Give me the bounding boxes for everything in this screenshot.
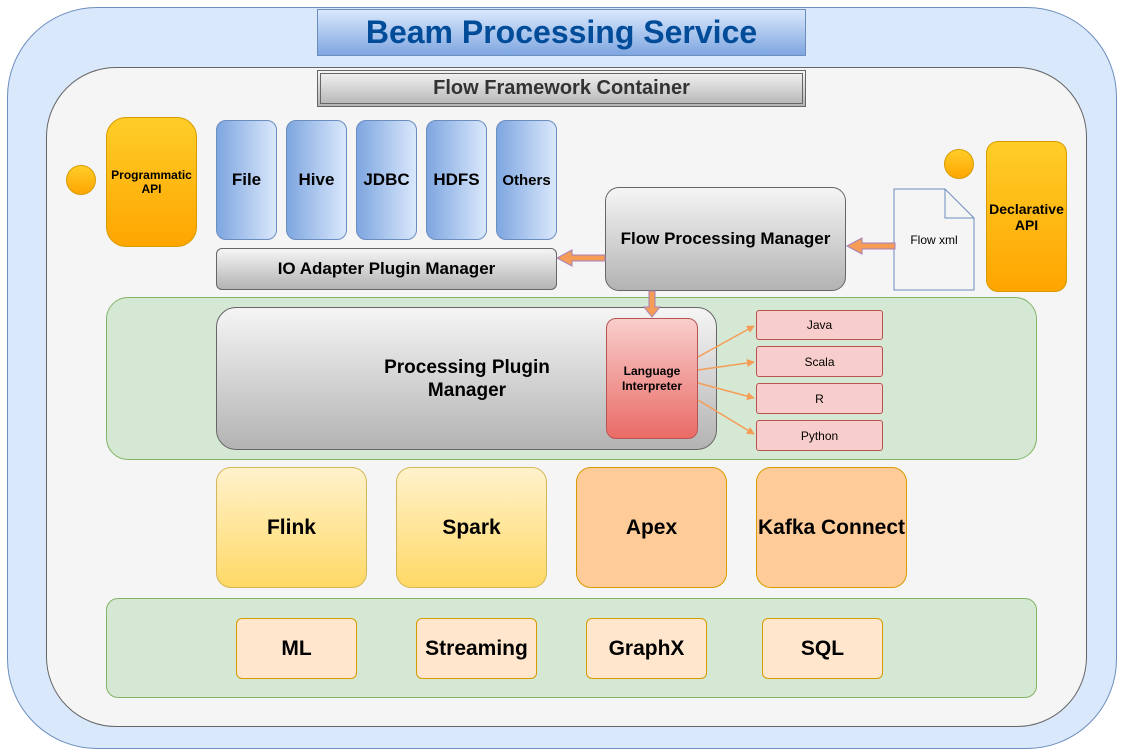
- library-ml: ML: [236, 618, 357, 679]
- container-title: Flow Framework Container: [317, 70, 806, 107]
- flow-xml-document-icon: [893, 188, 975, 291]
- io-adapter-jdbc: JDBC: [356, 120, 417, 240]
- engine-kafka-connect: Kafka Connect: [756, 467, 907, 588]
- library-sql: SQL: [762, 618, 883, 679]
- actor-circle-icon: [66, 165, 96, 195]
- language-java: Java: [756, 310, 883, 340]
- io-adapter-hdfs: HDFS: [426, 120, 487, 240]
- programmatic-api-box: Programmatic API: [106, 117, 197, 247]
- diagram-title: Beam Processing Service: [317, 9, 806, 56]
- language-python: Python: [756, 420, 883, 451]
- engine-spark: Spark: [396, 467, 547, 588]
- io-adapter-file: File: [216, 120, 277, 240]
- flow-xml-label: Flow xml: [910, 233, 958, 247]
- language-r: R: [756, 383, 883, 414]
- declarative-api-box: Declarative API: [986, 141, 1067, 292]
- library-streaming: Streaming: [416, 618, 537, 679]
- container-title-label: Flow Framework Container: [320, 73, 803, 104]
- engine-flink: Flink: [216, 467, 367, 588]
- io-adapter-others: Others: [496, 120, 557, 240]
- flow-processing-manager: Flow Processing Manager: [605, 187, 846, 291]
- processing-plugin-manager-label: Processing Plugin Manager: [384, 356, 550, 401]
- language-interpreter: Language Interpreter: [606, 318, 698, 439]
- io-adapter-plugin-manager: IO Adapter Plugin Manager: [216, 248, 557, 290]
- actor-circle-icon: [944, 149, 974, 179]
- language-scala: Scala: [756, 346, 883, 377]
- io-adapter-hive: Hive: [286, 120, 347, 240]
- library-graphx: GraphX: [586, 618, 707, 679]
- engine-apex: Apex: [576, 467, 727, 588]
